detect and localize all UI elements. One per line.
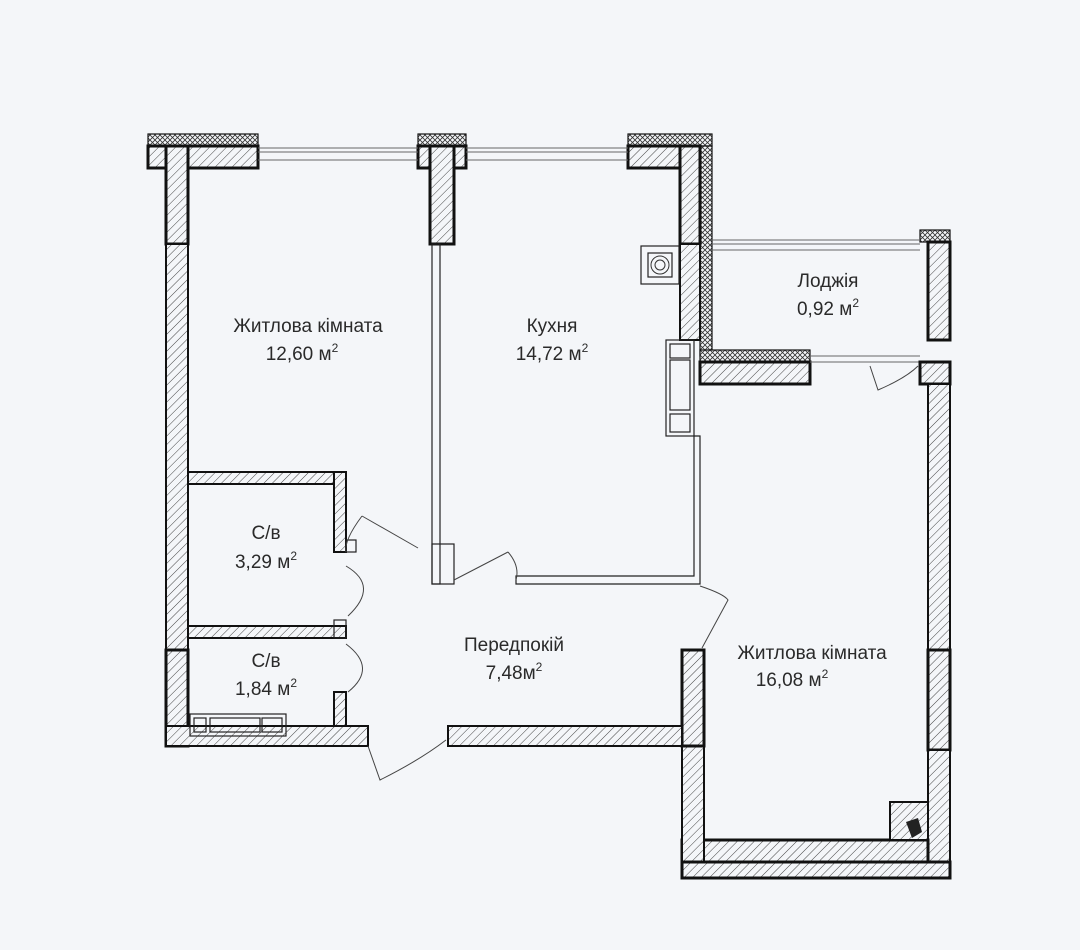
room-name-wc-1: С/в bbox=[251, 523, 280, 544]
area-superscript: 2 bbox=[332, 341, 339, 355]
room-labels: Житлова кімната 12,60 м2 Кухня 14,72 м2 … bbox=[233, 271, 887, 700]
room-name-loggia: Лоджія bbox=[798, 271, 859, 292]
svg-text:16,08 м2: 16,08 м2 bbox=[756, 667, 829, 691]
room-area-kitchen: 14,72 м bbox=[516, 344, 582, 365]
room-name-kitchen: Кухня bbox=[527, 316, 578, 337]
room-area-living-right: 16,08 м bbox=[756, 670, 822, 691]
area-superscript: 2 bbox=[582, 341, 589, 355]
outer-walls bbox=[146, 133, 952, 880]
area-superscript: 2 bbox=[290, 549, 297, 563]
room-name-wc-2: С/в bbox=[251, 651, 280, 672]
room-area-wc-1: 3,29 м bbox=[235, 552, 290, 573]
room-area-living-left: 12,60 м bbox=[266, 344, 332, 365]
room-area-loggia: 0,92 м bbox=[797, 299, 852, 320]
doors bbox=[345, 365, 919, 781]
room-area-hall: 7,48м bbox=[486, 663, 536, 684]
inner-walls bbox=[187, 243, 701, 737]
svg-text:12,60 м2: 12,60 м2 bbox=[266, 341, 339, 365]
area-superscript: 2 bbox=[852, 296, 859, 310]
room-name-living-left: Житлова кімната bbox=[233, 316, 383, 337]
room-name-living-right: Житлова кімната bbox=[737, 643, 887, 664]
svg-text:0,92 м2: 0,92 м2 bbox=[797, 296, 859, 320]
area-superscript: 2 bbox=[822, 667, 829, 681]
svg-text:3,29 м2: 3,29 м2 bbox=[235, 549, 297, 573]
svg-text:1,84 м2: 1,84 м2 bbox=[235, 676, 297, 700]
svg-text:7,48м2: 7,48м2 bbox=[486, 660, 543, 684]
room-name-hall: Передпокій bbox=[464, 635, 564, 656]
area-superscript: 2 bbox=[290, 676, 297, 690]
svg-text:14,72 м2: 14,72 м2 bbox=[516, 341, 589, 365]
area-superscript: 2 bbox=[536, 660, 543, 674]
room-area-wc-2: 1,84 м bbox=[235, 679, 290, 700]
